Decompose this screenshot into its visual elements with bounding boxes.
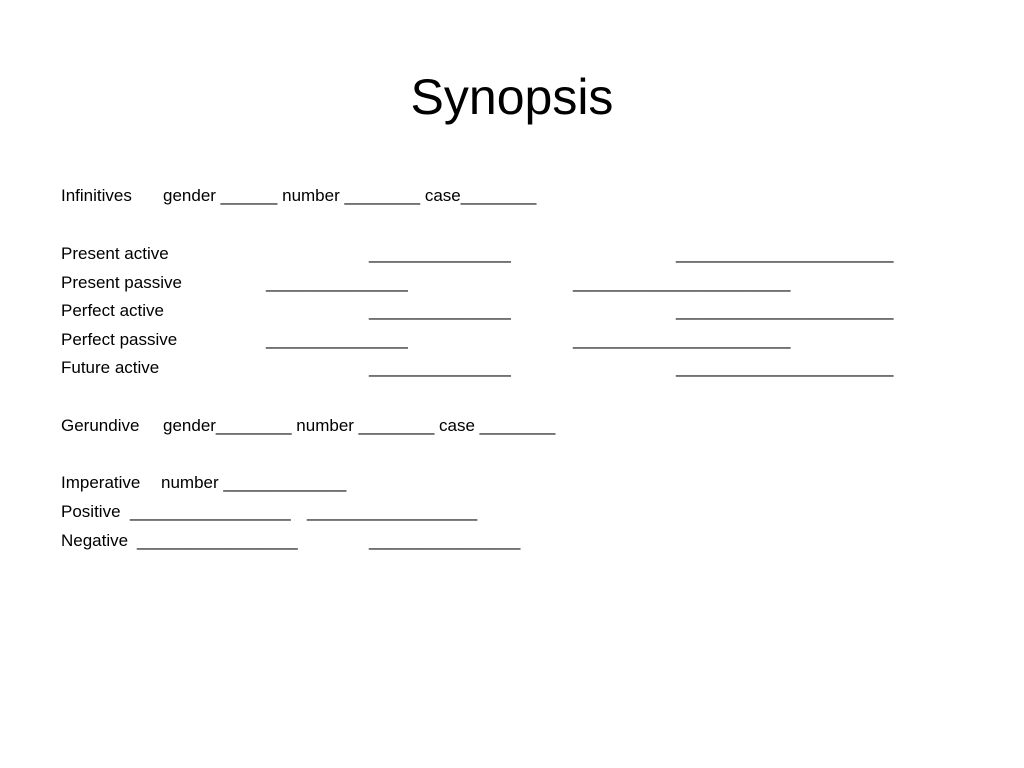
form-blank-present-active-b: _______________________	[676, 244, 894, 263]
slide-title: Synopsis	[410, 69, 614, 125]
gerundive-label: Gerundive	[61, 416, 140, 435]
form-blank-perfect-passive-b: _______________________	[573, 330, 791, 349]
form-blank-future-active-a: _______________	[369, 358, 511, 377]
form-label-future-active: Future active	[61, 358, 160, 377]
form-label-perfect-active: Perfect active	[61, 301, 164, 320]
infinitives-fields: gender ______ number ________ case______…	[163, 186, 537, 205]
infinitives-label: Infinitives	[61, 186, 132, 205]
negative-blank-b: ________________	[369, 531, 521, 550]
imperative-label: Imperative	[61, 473, 141, 492]
form-blank-perfect-passive-a: _______________	[266, 330, 408, 349]
gerundive-fields: gender________ number ________ case ____…	[163, 416, 556, 435]
form-label-perfect-passive: Perfect passive	[61, 330, 178, 349]
form-blank-present-passive-b: _______________________	[573, 273, 791, 292]
form-blank-present-active-a: _______________	[369, 244, 511, 263]
positive-blank-a: _________________	[130, 502, 291, 521]
form-blank-perfect-active-a: _______________	[369, 301, 511, 320]
positive-blank-b: __________________	[307, 502, 478, 521]
form-blank-perfect-active-b: _______________________	[676, 301, 894, 320]
form-blank-future-active-b: _______________________	[676, 358, 894, 377]
form-label-present-active: Present active	[61, 244, 169, 263]
form-label-present-passive: Present passive	[61, 273, 182, 292]
imperative-fields: number _____________	[161, 473, 347, 492]
form-blank-present-passive-a: _______________	[266, 273, 408, 292]
positive-label: Positive	[61, 502, 121, 521]
negative-blank-a: _________________	[137, 531, 298, 550]
negative-label: Negative	[61, 531, 129, 550]
